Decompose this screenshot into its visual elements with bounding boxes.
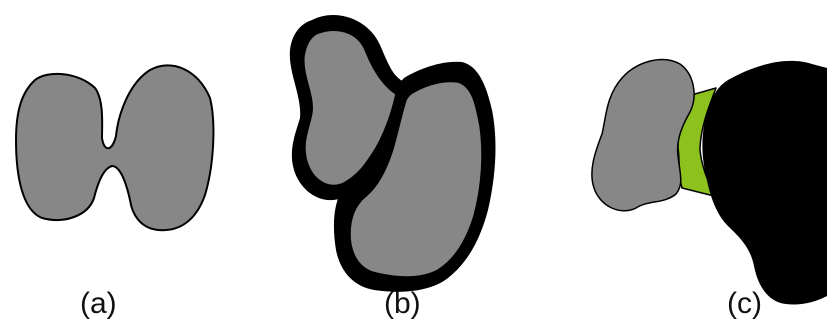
grey-particle	[592, 60, 694, 211]
black-particle	[702, 61, 827, 305]
dumbbell-particle	[16, 65, 213, 230]
panel-b	[290, 15, 496, 292]
panel-c	[592, 60, 827, 305]
panel-label-b: (b)	[384, 289, 421, 319]
panel-label-a: (a)	[80, 289, 117, 319]
panel-label-c: (c)	[727, 289, 762, 319]
panel-a	[16, 65, 213, 230]
